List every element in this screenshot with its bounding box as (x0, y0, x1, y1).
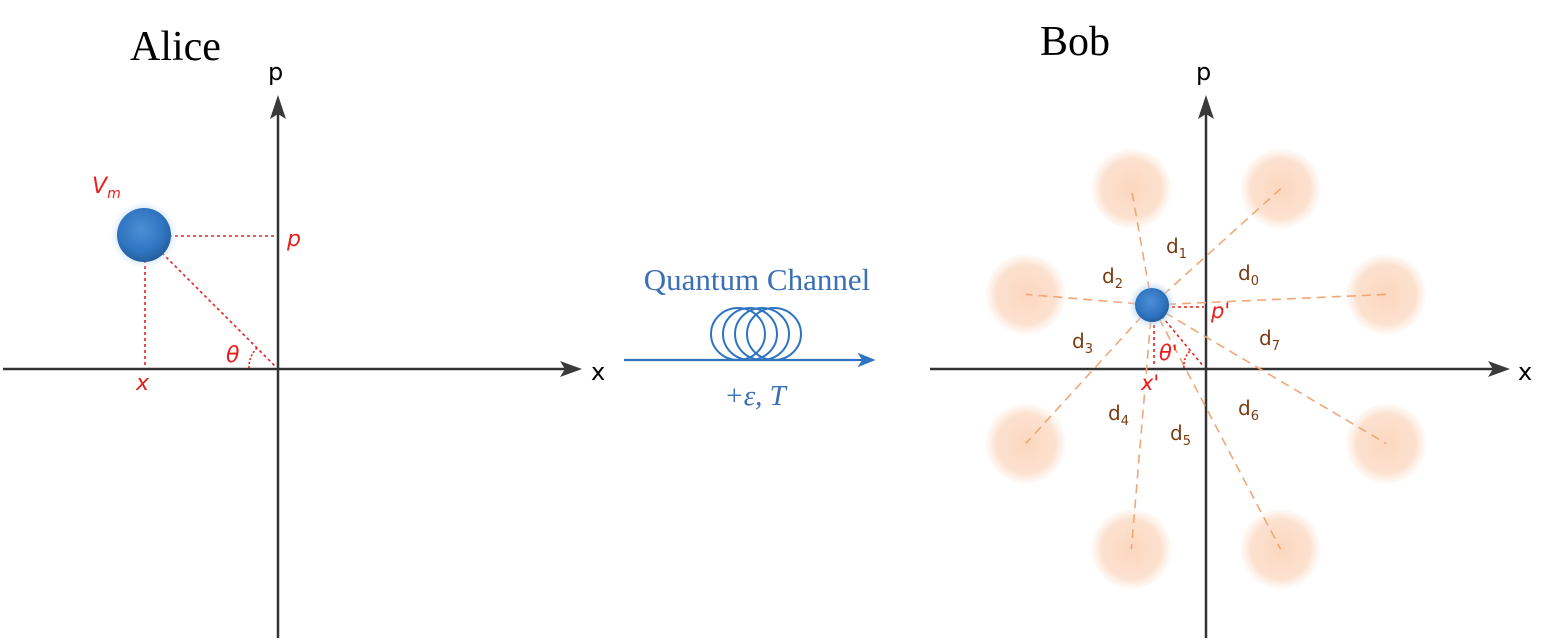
alice-x-axis-label: x (591, 358, 605, 386)
bob-angle-arc (1183, 350, 1191, 369)
bob-x-axis-label: x (1518, 358, 1532, 386)
distance-line-7 (1151, 304, 1387, 445)
distance-label-1: d1 (1166, 234, 1187, 262)
bob-p-axis-label: p (1196, 58, 1211, 86)
fiber-coil-icon (710, 307, 802, 361)
channel-title: Quantum Channel (644, 262, 870, 297)
alice-title: Alice (130, 24, 221, 70)
alice-p-value-label: p (286, 227, 301, 252)
alice-angle-arc (248, 347, 258, 369)
bob-title: Bob (1040, 19, 1110, 65)
alice-x-value-label: x (135, 371, 150, 396)
bob-angle-label: θ' (1159, 341, 1178, 365)
distance-line-6 (1151, 304, 1282, 550)
bob-x-axis-arrow (1488, 361, 1510, 377)
distance-label-0: d0 (1238, 261, 1259, 289)
alice-p-axis-label: p (268, 58, 283, 86)
distance-line-0 (1151, 293, 1387, 306)
constellation-state-0 (1346, 254, 1427, 335)
alice-angle-label: θ (226, 343, 240, 368)
bob-x-value-label: x' (1140, 371, 1159, 395)
alice-panel: Alice x p Vm p x θ (3, 24, 605, 638)
constellation-state-2 (1091, 148, 1172, 229)
bob-p-value-label: p' (1210, 299, 1230, 323)
distance-label-3: d3 (1072, 329, 1093, 357)
distance-line-4 (1025, 304, 1153, 445)
bob-panel: Bob x p p' x' θ' d0 d1 d2 d3 d4 d5 d6 d7 (930, 19, 1532, 638)
bob-p-axis-arrow (1198, 95, 1214, 119)
distance-label-2: d2 (1102, 264, 1123, 292)
alice-coherent-state (117, 208, 171, 262)
distance-line-5 (1130, 304, 1153, 550)
distance-label-6: d6 (1238, 396, 1259, 424)
channel-params: +ε, T (724, 380, 787, 412)
alice-x-axis-arrow (560, 361, 582, 377)
bob-distance-labels: d0 d1 d2 d3 d4 d5 d6 d7 (1072, 234, 1280, 449)
distance-label-4: d4 (1108, 401, 1129, 429)
distance-label-5: d5 (1170, 421, 1191, 449)
bob-received-state (1135, 288, 1169, 322)
alice-variance-label: Vm (92, 174, 121, 202)
constellation-state-4 (985, 403, 1066, 484)
quantum-channel: Quantum Channel +ε, T (624, 262, 876, 412)
alice-p-axis-arrow (270, 95, 286, 119)
distance-label-7: d7 (1259, 326, 1280, 354)
